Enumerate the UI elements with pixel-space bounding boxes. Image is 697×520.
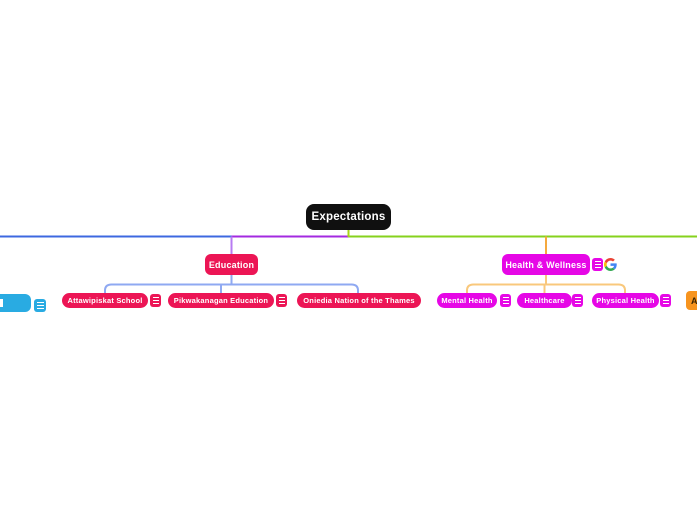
node-healthcare[interactable]: Healthcare: [517, 293, 572, 308]
education-children-rail: [104, 283, 359, 293]
menu-icon[interactable]: [150, 294, 161, 307]
node-oneida-nation-of-the-thames[interactable]: Oniedia Nation of the Thames: [297, 293, 421, 308]
node-partial-left-edge[interactable]: [0, 294, 31, 312]
menu-icon[interactable]: [276, 294, 287, 307]
health-children-rail: [466, 283, 626, 293]
google-g-glyph: [604, 258, 617, 271]
menu-icon[interactable]: [660, 294, 671, 307]
node-mental-health[interactable]: Mental Health: [437, 293, 497, 308]
node-attawipiskat-school[interactable]: Attawipiskat School: [62, 293, 148, 308]
education-children-drops: [220, 275, 233, 293]
node-pikwakanagan-education[interactable]: Pikwakanagan Education: [168, 293, 274, 308]
menu-icon[interactable]: [500, 294, 511, 307]
google-g-icon[interactable]: [604, 258, 617, 271]
node-physical-health[interactable]: Physical Health: [592, 293, 659, 308]
node-expectations[interactable]: Expectations: [306, 204, 391, 230]
node-education[interactable]: Education: [205, 254, 258, 275]
menu-icon[interactable]: [592, 258, 603, 271]
health-children-drops: [543, 275, 547, 293]
node-partial-right-edge[interactable]: A: [686, 291, 697, 310]
node-health-wellness[interactable]: Health & Wellness: [502, 254, 590, 275]
menu-icon[interactable]: [572, 294, 583, 307]
menu-icon[interactable]: [34, 299, 46, 312]
